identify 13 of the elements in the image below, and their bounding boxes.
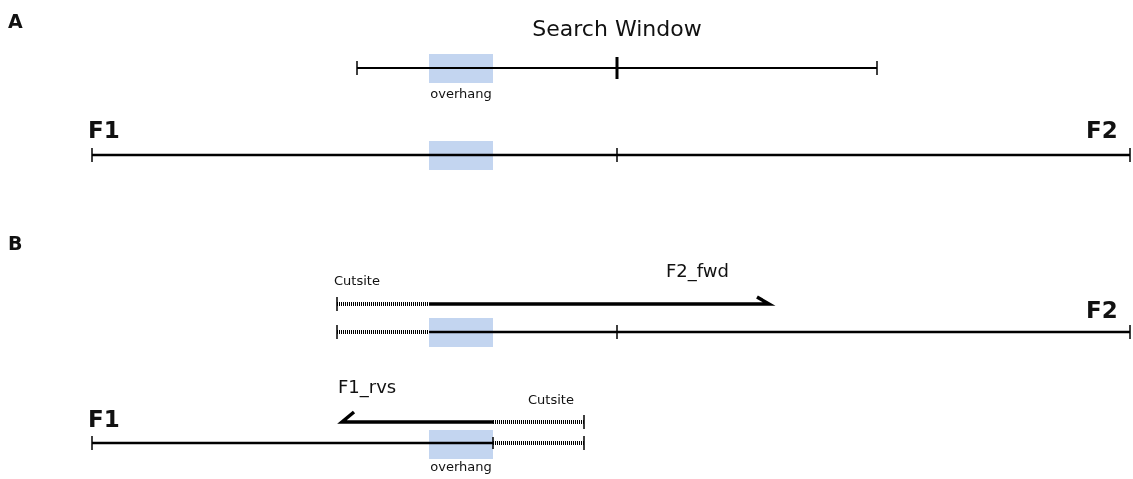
fragment-label: F1 (88, 116, 120, 145)
panel-letter: A (8, 10, 23, 34)
panel-letter: B (8, 232, 23, 256)
fragment-label: F2 (1086, 296, 1118, 325)
primer-label: F1_rvs (338, 376, 397, 399)
title: Search Window (531, 15, 703, 43)
region-label: overhang (429, 459, 493, 476)
site-label: Cutsite (334, 273, 380, 290)
primer-label: F2_fwd (666, 260, 729, 283)
fragment-label: F1 (88, 405, 120, 434)
site-label: Cutsite (528, 392, 574, 409)
fragment-label: F2 (1086, 116, 1118, 145)
region-label: overhang (429, 86, 493, 103)
